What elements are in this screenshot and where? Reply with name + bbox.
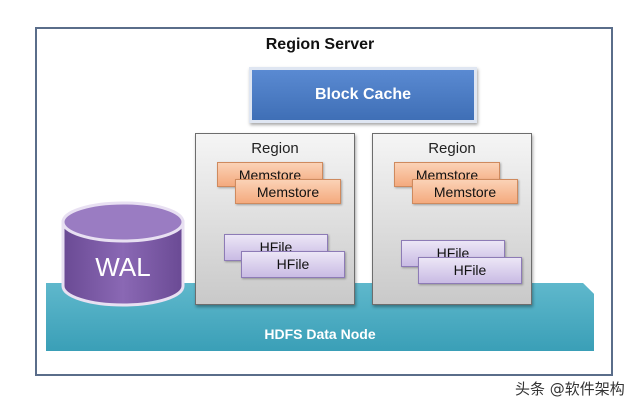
block-cache-label: Block Cache [314, 86, 412, 103]
hdfs-data-node-label: HDFS Data Node [264, 326, 376, 342]
watermark-text: 头条 @软件架构 [515, 380, 625, 398]
block-cache-box: Block Cache [249, 67, 477, 123]
hfile-box: HFile [241, 251, 345, 278]
region-box: Region Memstore Memstore HFile HFile [372, 133, 532, 305]
region-box: Region Memstore Memstore HFile HFile [195, 133, 355, 305]
wal-cylinder-icon [61, 201, 185, 307]
region-title: Region [428, 140, 476, 157]
memstore-box: Memstore [412, 179, 518, 204]
memstore-box: Memstore [235, 179, 341, 204]
hfile-box: HFile [418, 257, 522, 284]
wal-label: WAL [95, 252, 151, 282]
region-title: Region [251, 140, 299, 157]
region-server-title: Region Server [265, 36, 375, 53]
